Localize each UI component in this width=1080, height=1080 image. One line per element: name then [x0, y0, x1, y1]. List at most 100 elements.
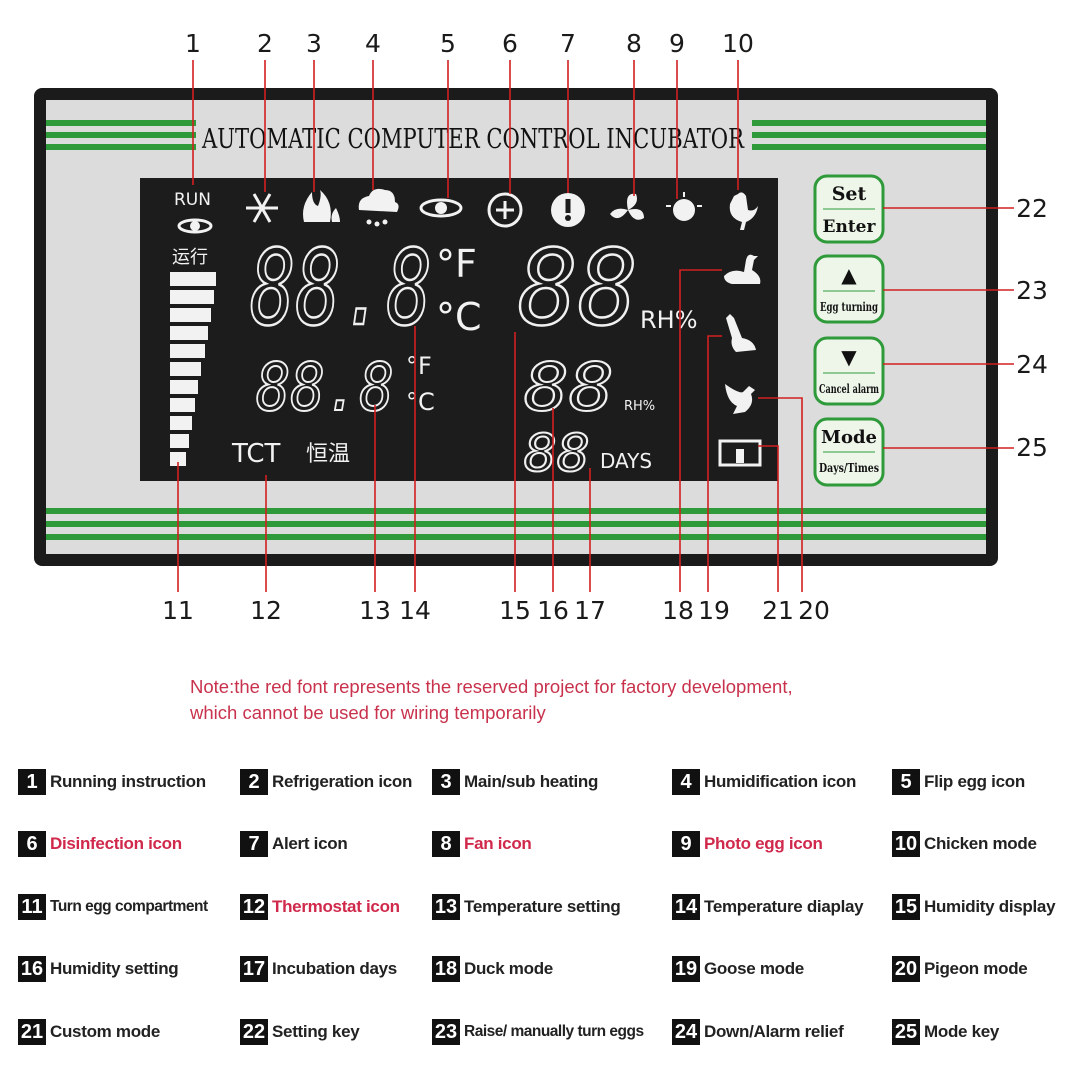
svg-text:6: 6 — [502, 29, 518, 58]
main-temp-unit-f: °F — [436, 242, 477, 286]
top-green-stripes — [46, 120, 986, 150]
legend-number: 18 — [432, 956, 460, 982]
egg-turning-up-button[interactable]: ▲ Egg turning — [813, 254, 885, 324]
duck-icon — [724, 254, 761, 284]
legend-number: 1 — [18, 769, 46, 795]
legend-number: 11 — [18, 894, 46, 920]
legend-number: 23 — [432, 1019, 460, 1045]
legend-label: Main/sub heating — [464, 772, 599, 791]
svg-text:13: 13 — [359, 596, 391, 625]
snowflake-icon — [246, 193, 278, 223]
legend-number: 14 — [672, 894, 700, 920]
legend-label: Down/Alarm relief — [704, 1022, 844, 1041]
main-humidity-unit: RH% — [640, 306, 698, 334]
set-temp-unit-c: °C — [406, 388, 435, 416]
bottom-callout-numbers: 11 12 13 14 15 16 17 18 19 21 20 — [162, 596, 830, 625]
tct-cn-label: 恒温 — [306, 442, 350, 467]
svg-text:8: 8 — [626, 29, 642, 58]
svg-text:3: 3 — [306, 29, 322, 58]
svg-text:21: 21 — [762, 596, 794, 625]
legend-label: Turn egg compartment — [50, 898, 208, 915]
legend-number: 12 — [240, 894, 268, 920]
svg-text:Enter: Enter — [823, 217, 877, 237]
legend-label: Raise/ manually turn eggs — [464, 1023, 644, 1040]
set-temp-unit-f: °F — [406, 352, 432, 380]
legend-label: Humidity setting — [50, 959, 179, 978]
days-digits: 88 — [524, 424, 590, 484]
svg-text:Mode: Mode — [821, 427, 877, 448]
svg-text:Days/Times: Days/Times — [819, 461, 879, 475]
legend-number: 13 — [432, 894, 460, 920]
main-temp-digits: 88.8 — [250, 227, 432, 349]
days-label: DAYS — [600, 449, 652, 473]
legend-label: Mode key — [924, 1022, 1000, 1041]
legend-label: Humidity display — [924, 897, 1056, 916]
set-humidity-unit: RH% — [624, 399, 655, 414]
legend-label: Fan icon — [464, 834, 532, 853]
legend-label: Setting key — [272, 1022, 360, 1041]
svg-text:17: 17 — [574, 596, 606, 625]
legend-number: 16 — [18, 956, 46, 982]
cancel-alarm-down-button[interactable]: ▼ Cancel alarm — [813, 336, 885, 406]
legend-label: Pigeon mode — [924, 959, 1028, 978]
legend-label: Temperature setting — [464, 897, 621, 916]
legend-number: 7 — [240, 831, 268, 857]
legend-number: 4 — [672, 769, 700, 795]
legend-number: 22 — [240, 1019, 268, 1045]
legend-number: 25 — [892, 1019, 920, 1045]
photo-egg-lamp-icon — [666, 192, 702, 221]
tct-label: TCT — [231, 439, 281, 469]
humidification-cloud-icon — [358, 188, 399, 227]
factory-note: Note:the red font represents the reserve… — [190, 674, 950, 726]
top-leader-lines — [192, 60, 739, 199]
svg-text:▼: ▼ — [841, 345, 857, 369]
svg-text:Egg turning: Egg turning — [820, 300, 878, 314]
legend-label: Chicken mode — [924, 834, 1037, 853]
legend-number: 20 — [892, 956, 920, 982]
svg-text:10: 10 — [722, 29, 754, 58]
chicken-icon — [729, 192, 758, 230]
main-temp-unit-c: °C — [436, 295, 482, 339]
panel-title: AUTOMATIC COMPUTER CONTROL INCUBATOR — [201, 124, 744, 155]
legend-number: 3 — [432, 769, 460, 795]
run-rotate-icon — [177, 218, 213, 234]
svg-text:▲: ▲ — [841, 263, 857, 287]
right-leader-lines — [883, 207, 1014, 449]
legend-number: 15 — [892, 894, 920, 920]
svg-text:20: 20 — [798, 596, 830, 625]
set-enter-button[interactable]: Set Enter — [813, 174, 885, 244]
custom-mode-icon — [718, 439, 762, 467]
legend-number: 8 — [432, 831, 460, 857]
legend-label: Flip egg icon — [924, 772, 1025, 791]
svg-text:18: 18 — [662, 596, 694, 625]
mode-button[interactable]: Mode Days/Times — [813, 417, 885, 487]
svg-text:12: 12 — [250, 596, 282, 625]
legend-label: Thermostat icon — [272, 897, 400, 916]
svg-text:24: 24 — [1016, 350, 1048, 379]
legend-label: Goose mode — [704, 959, 804, 978]
legend-number: 19 — [672, 956, 700, 982]
flip-egg-icon — [419, 198, 463, 218]
legend-label: Disinfection icon — [50, 834, 182, 853]
fan-icon — [610, 193, 644, 220]
